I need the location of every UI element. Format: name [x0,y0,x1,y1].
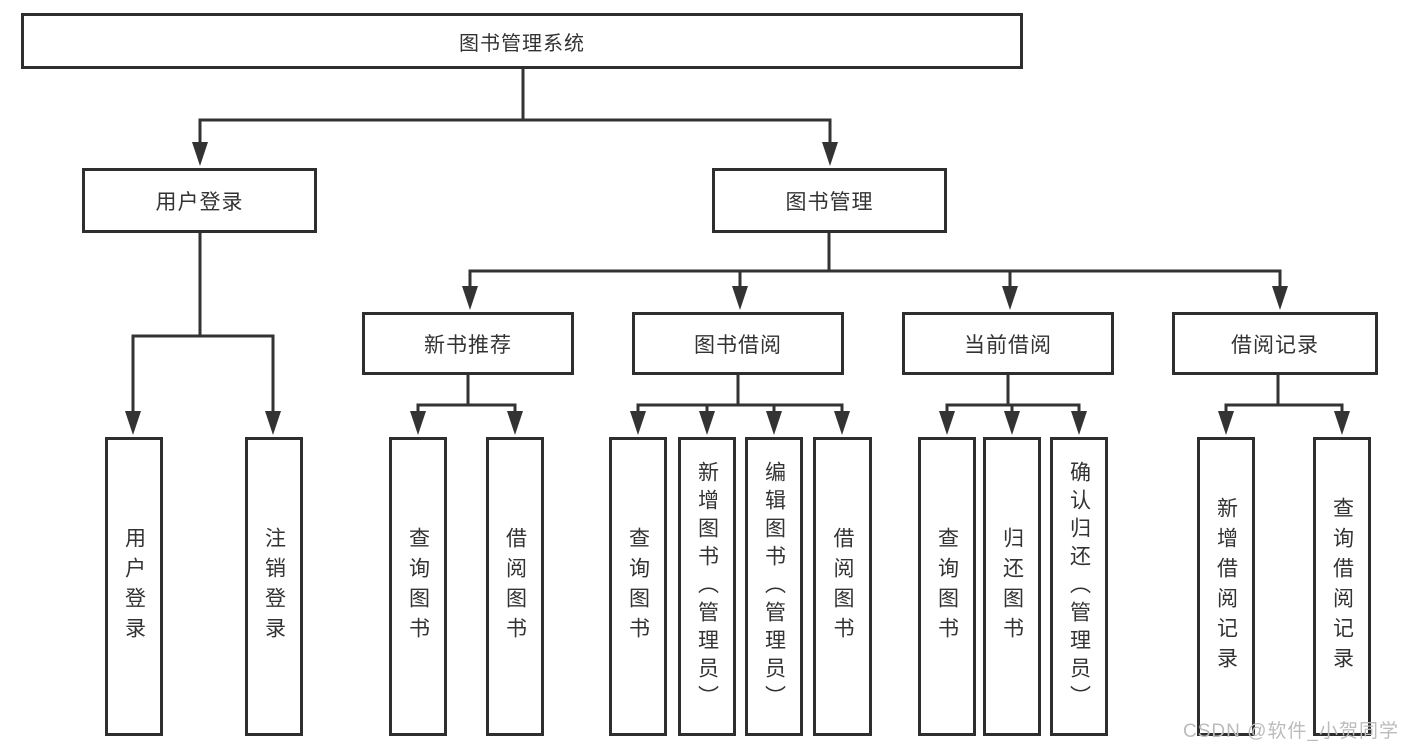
node-query-books-current: 查询图书 [918,437,976,736]
node-user-login-leaf: 用户登录 [105,437,163,736]
node-book-management: 图书管理 [712,168,947,233]
node-borrow-records: 借阅记录 [1172,312,1378,375]
node-query-books-recommend: 查询图书 [389,437,447,736]
node-borrow-books-leaf: 借阅图书 [813,437,872,736]
node-user-login: 用户登录 [82,168,317,233]
watermark: CSDN @软件_小贺同学 [1183,721,1399,742]
node-edit-book-admin: 编辑图书（管理员） [745,437,803,736]
node-return-book: 归还图书 [983,437,1041,736]
node-add-book-admin: 新增图书（管理员） [678,437,736,736]
node-root: 图书管理系统 [21,13,1023,69]
node-query-books-borrow: 查询图书 [609,437,667,736]
node-add-borrow-record: 新增借阅记录 [1197,437,1255,736]
node-new-book-recommend: 新书推荐 [362,312,574,375]
node-confirm-return-admin: 确认归还（管理员） [1050,437,1108,736]
node-logout-leaf: 注销登录 [245,437,303,736]
node-borrow-books-recommend: 借阅图书 [486,437,544,736]
node-book-borrow: 图书借阅 [632,312,844,375]
node-current-borrow: 当前借阅 [902,312,1114,375]
node-query-borrow-record: 查询借阅记录 [1313,437,1371,736]
